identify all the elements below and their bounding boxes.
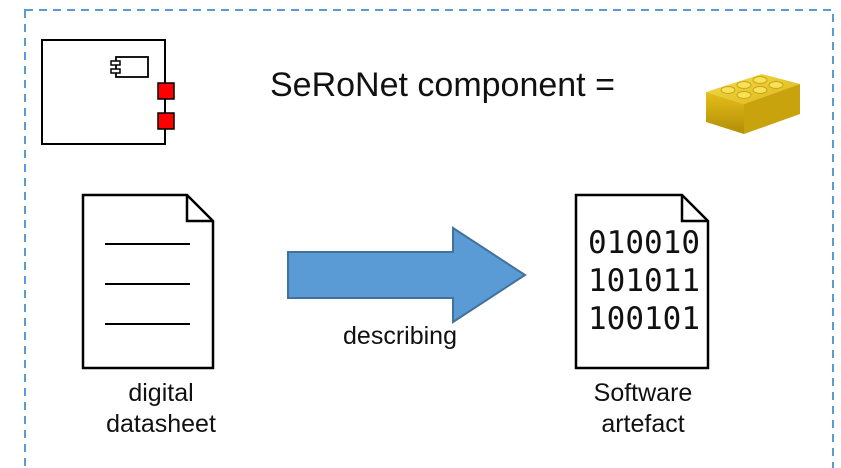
lego-brick-icon: [706, 74, 800, 134]
uml-component-icon: [41, 39, 175, 145]
binary-document-icon: [574, 193, 710, 370]
port-icon: [157, 82, 175, 100]
port-icon: [157, 112, 175, 130]
arrow-label: describing: [343, 322, 457, 350]
artefact-label: Software artefact: [568, 378, 718, 441]
datasheet-label-line-1: digital: [128, 379, 194, 407]
diagram-title: SeRoNet component =: [270, 66, 615, 104]
binary-line-1: 010010: [588, 225, 700, 261]
right-arrow-icon: [287, 226, 527, 324]
datasheet-label-line-2: datasheet: [106, 410, 216, 439]
document-icon: [81, 193, 215, 370]
binary-line-2: 101011: [588, 263, 700, 299]
artefact-label-line-2: artefact: [601, 410, 685, 439]
binary-line-3: 100101: [588, 301, 700, 337]
artefact-label-line-1: Software: [593, 379, 693, 407]
datasheet-label: digital datasheet: [86, 378, 236, 441]
